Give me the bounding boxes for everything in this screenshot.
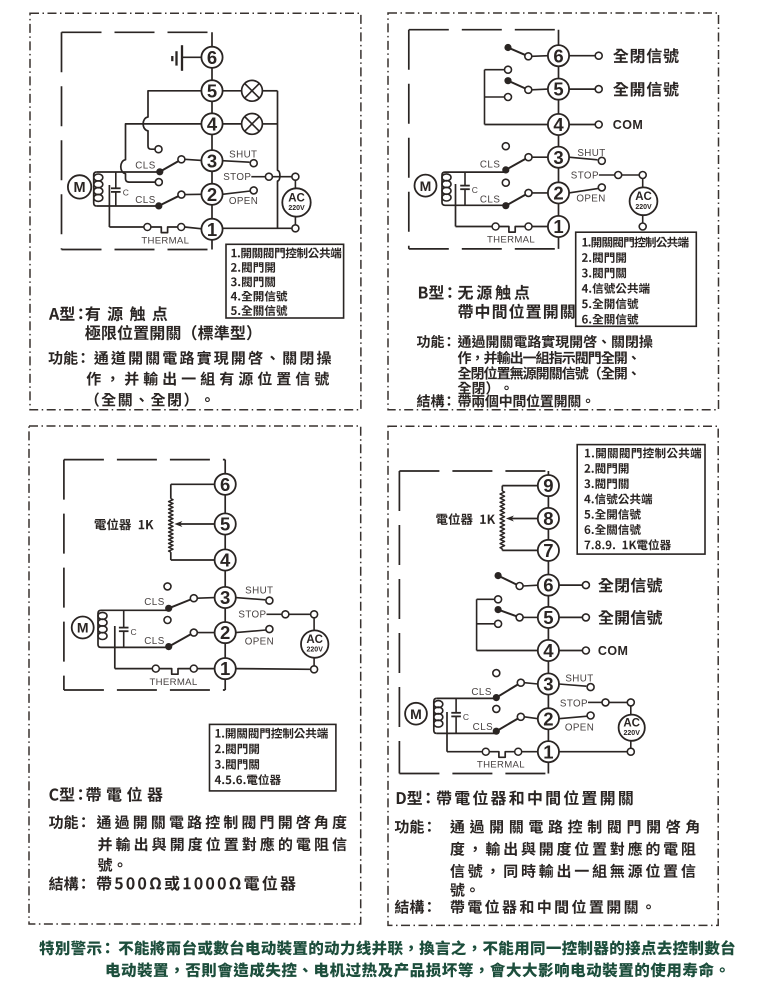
svg-text:STOP: STOP bbox=[223, 172, 251, 183]
svg-text:1: 1 bbox=[220, 658, 230, 679]
svg-text:M: M bbox=[77, 620, 89, 636]
svg-text:STOP: STOP bbox=[571, 170, 599, 181]
svg-text:3: 3 bbox=[553, 147, 563, 168]
svg-text:5: 5 bbox=[220, 514, 230, 535]
svg-text:C: C bbox=[472, 185, 478, 195]
svg-text:THERMAL: THERMAL bbox=[141, 235, 189, 246]
svg-text:THERMAL: THERMAL bbox=[477, 759, 525, 770]
svg-text:1: 1 bbox=[207, 219, 217, 240]
svg-text:OPEN: OPEN bbox=[565, 722, 594, 733]
svg-text:CLS: CLS bbox=[135, 160, 156, 171]
svg-text:1: 1 bbox=[553, 216, 563, 237]
svg-text:2: 2 bbox=[207, 184, 217, 205]
svg-text:SHUT: SHUT bbox=[565, 673, 593, 684]
svg-text:CLS: CLS bbox=[480, 194, 501, 205]
svg-text:7: 7 bbox=[543, 540, 553, 561]
svg-text:4: 4 bbox=[207, 114, 218, 135]
svg-text:THERMAL: THERMAL bbox=[487, 235, 535, 246]
svg-text:C: C bbox=[463, 712, 469, 722]
svg-text:220V: 220V bbox=[307, 647, 324, 654]
svg-text:8: 8 bbox=[543, 508, 553, 529]
svg-text:OPEN: OPEN bbox=[229, 196, 258, 207]
svg-text:220V: 220V bbox=[288, 205, 305, 212]
svg-text:CLS: CLS bbox=[473, 722, 494, 733]
svg-text:1: 1 bbox=[543, 741, 553, 762]
svg-text:CLS: CLS bbox=[135, 195, 156, 206]
svg-text:5: 5 bbox=[553, 79, 563, 100]
svg-text:5: 5 bbox=[207, 80, 217, 101]
svg-text:CLS: CLS bbox=[144, 636, 165, 647]
svg-text:M: M bbox=[410, 706, 422, 722]
svg-text:6: 6 bbox=[220, 474, 230, 495]
svg-text:AC: AC bbox=[306, 634, 323, 646]
svg-text:AC: AC bbox=[288, 192, 305, 204]
svg-text:M: M bbox=[74, 180, 86, 196]
svg-text:CLS: CLS bbox=[471, 687, 492, 698]
svg-text:SHUT: SHUT bbox=[229, 149, 257, 160]
svg-text:CLS: CLS bbox=[480, 160, 501, 171]
svg-text:STOP: STOP bbox=[238, 610, 266, 621]
svg-text:2: 2 bbox=[220, 622, 230, 643]
svg-text:4: 4 bbox=[553, 114, 564, 135]
svg-text:3: 3 bbox=[543, 674, 553, 695]
svg-text:5: 5 bbox=[543, 607, 553, 628]
svg-text:2: 2 bbox=[553, 183, 563, 204]
svg-text:THERMAL: THERMAL bbox=[150, 677, 198, 688]
svg-text:220V: 220V bbox=[635, 204, 652, 211]
svg-text:220V: 220V bbox=[624, 730, 641, 737]
svg-text:COM: COM bbox=[613, 118, 643, 132]
svg-text:2: 2 bbox=[543, 708, 553, 729]
svg-text:SHUT: SHUT bbox=[245, 585, 273, 596]
svg-text:M: M bbox=[420, 178, 432, 194]
svg-text:3: 3 bbox=[220, 587, 230, 608]
svg-text:C: C bbox=[123, 187, 129, 197]
svg-text:AC: AC bbox=[635, 191, 652, 203]
svg-text:OPEN: OPEN bbox=[245, 637, 274, 648]
svg-text:C: C bbox=[131, 627, 137, 637]
svg-text:3: 3 bbox=[207, 150, 217, 171]
svg-text:4: 4 bbox=[543, 640, 554, 661]
svg-text:OPEN: OPEN bbox=[576, 194, 605, 205]
svg-text:6: 6 bbox=[543, 575, 553, 596]
svg-text:AC: AC bbox=[623, 718, 640, 730]
svg-text:4: 4 bbox=[220, 550, 231, 571]
svg-text:STOP: STOP bbox=[560, 698, 588, 709]
svg-text:COM: COM bbox=[598, 644, 628, 658]
svg-text:CLS: CLS bbox=[144, 597, 165, 608]
svg-text:SHUT: SHUT bbox=[577, 148, 605, 159]
svg-text:9: 9 bbox=[543, 475, 553, 496]
svg-text:6: 6 bbox=[207, 47, 217, 68]
svg-text:6: 6 bbox=[553, 45, 563, 66]
